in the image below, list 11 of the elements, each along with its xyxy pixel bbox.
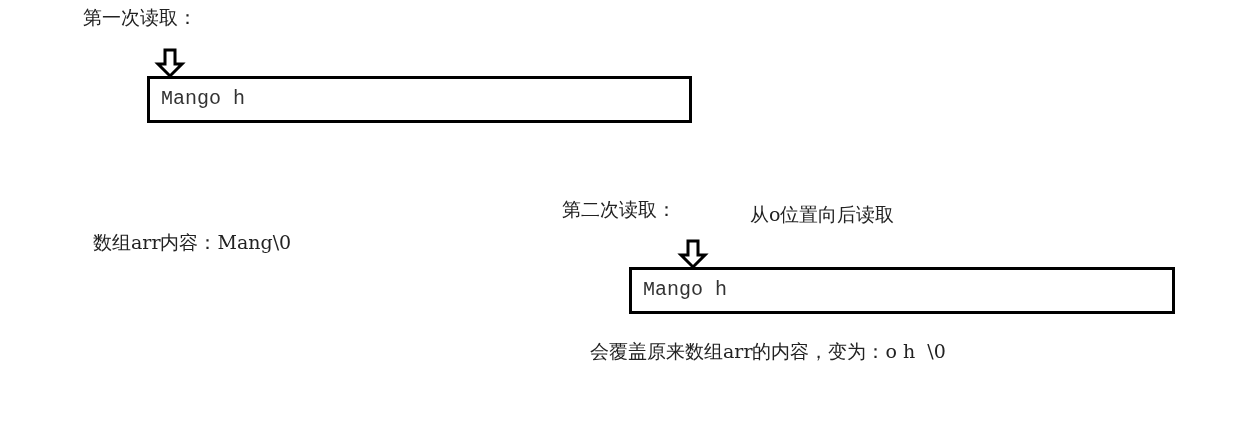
- annotation-text: 从o位置向后读取: [750, 203, 895, 226]
- annotation-text: 会覆盖原来数组arr的内容，变为：o h \0: [590, 340, 946, 363]
- block-arrow: [154, 48, 186, 79]
- block-arrow: [677, 239, 709, 270]
- annotation-text: 数组arr内容：Mang\0: [93, 231, 292, 254]
- buffer-text: Mango h: [161, 87, 245, 110]
- buffer-text: Mango h: [643, 278, 727, 301]
- memory-box: [629, 267, 1175, 314]
- annotation-text: 第一次读取：: [83, 6, 197, 29]
- memory-box: [147, 76, 692, 123]
- annotation-text: 第二次读取：: [562, 198, 676, 221]
